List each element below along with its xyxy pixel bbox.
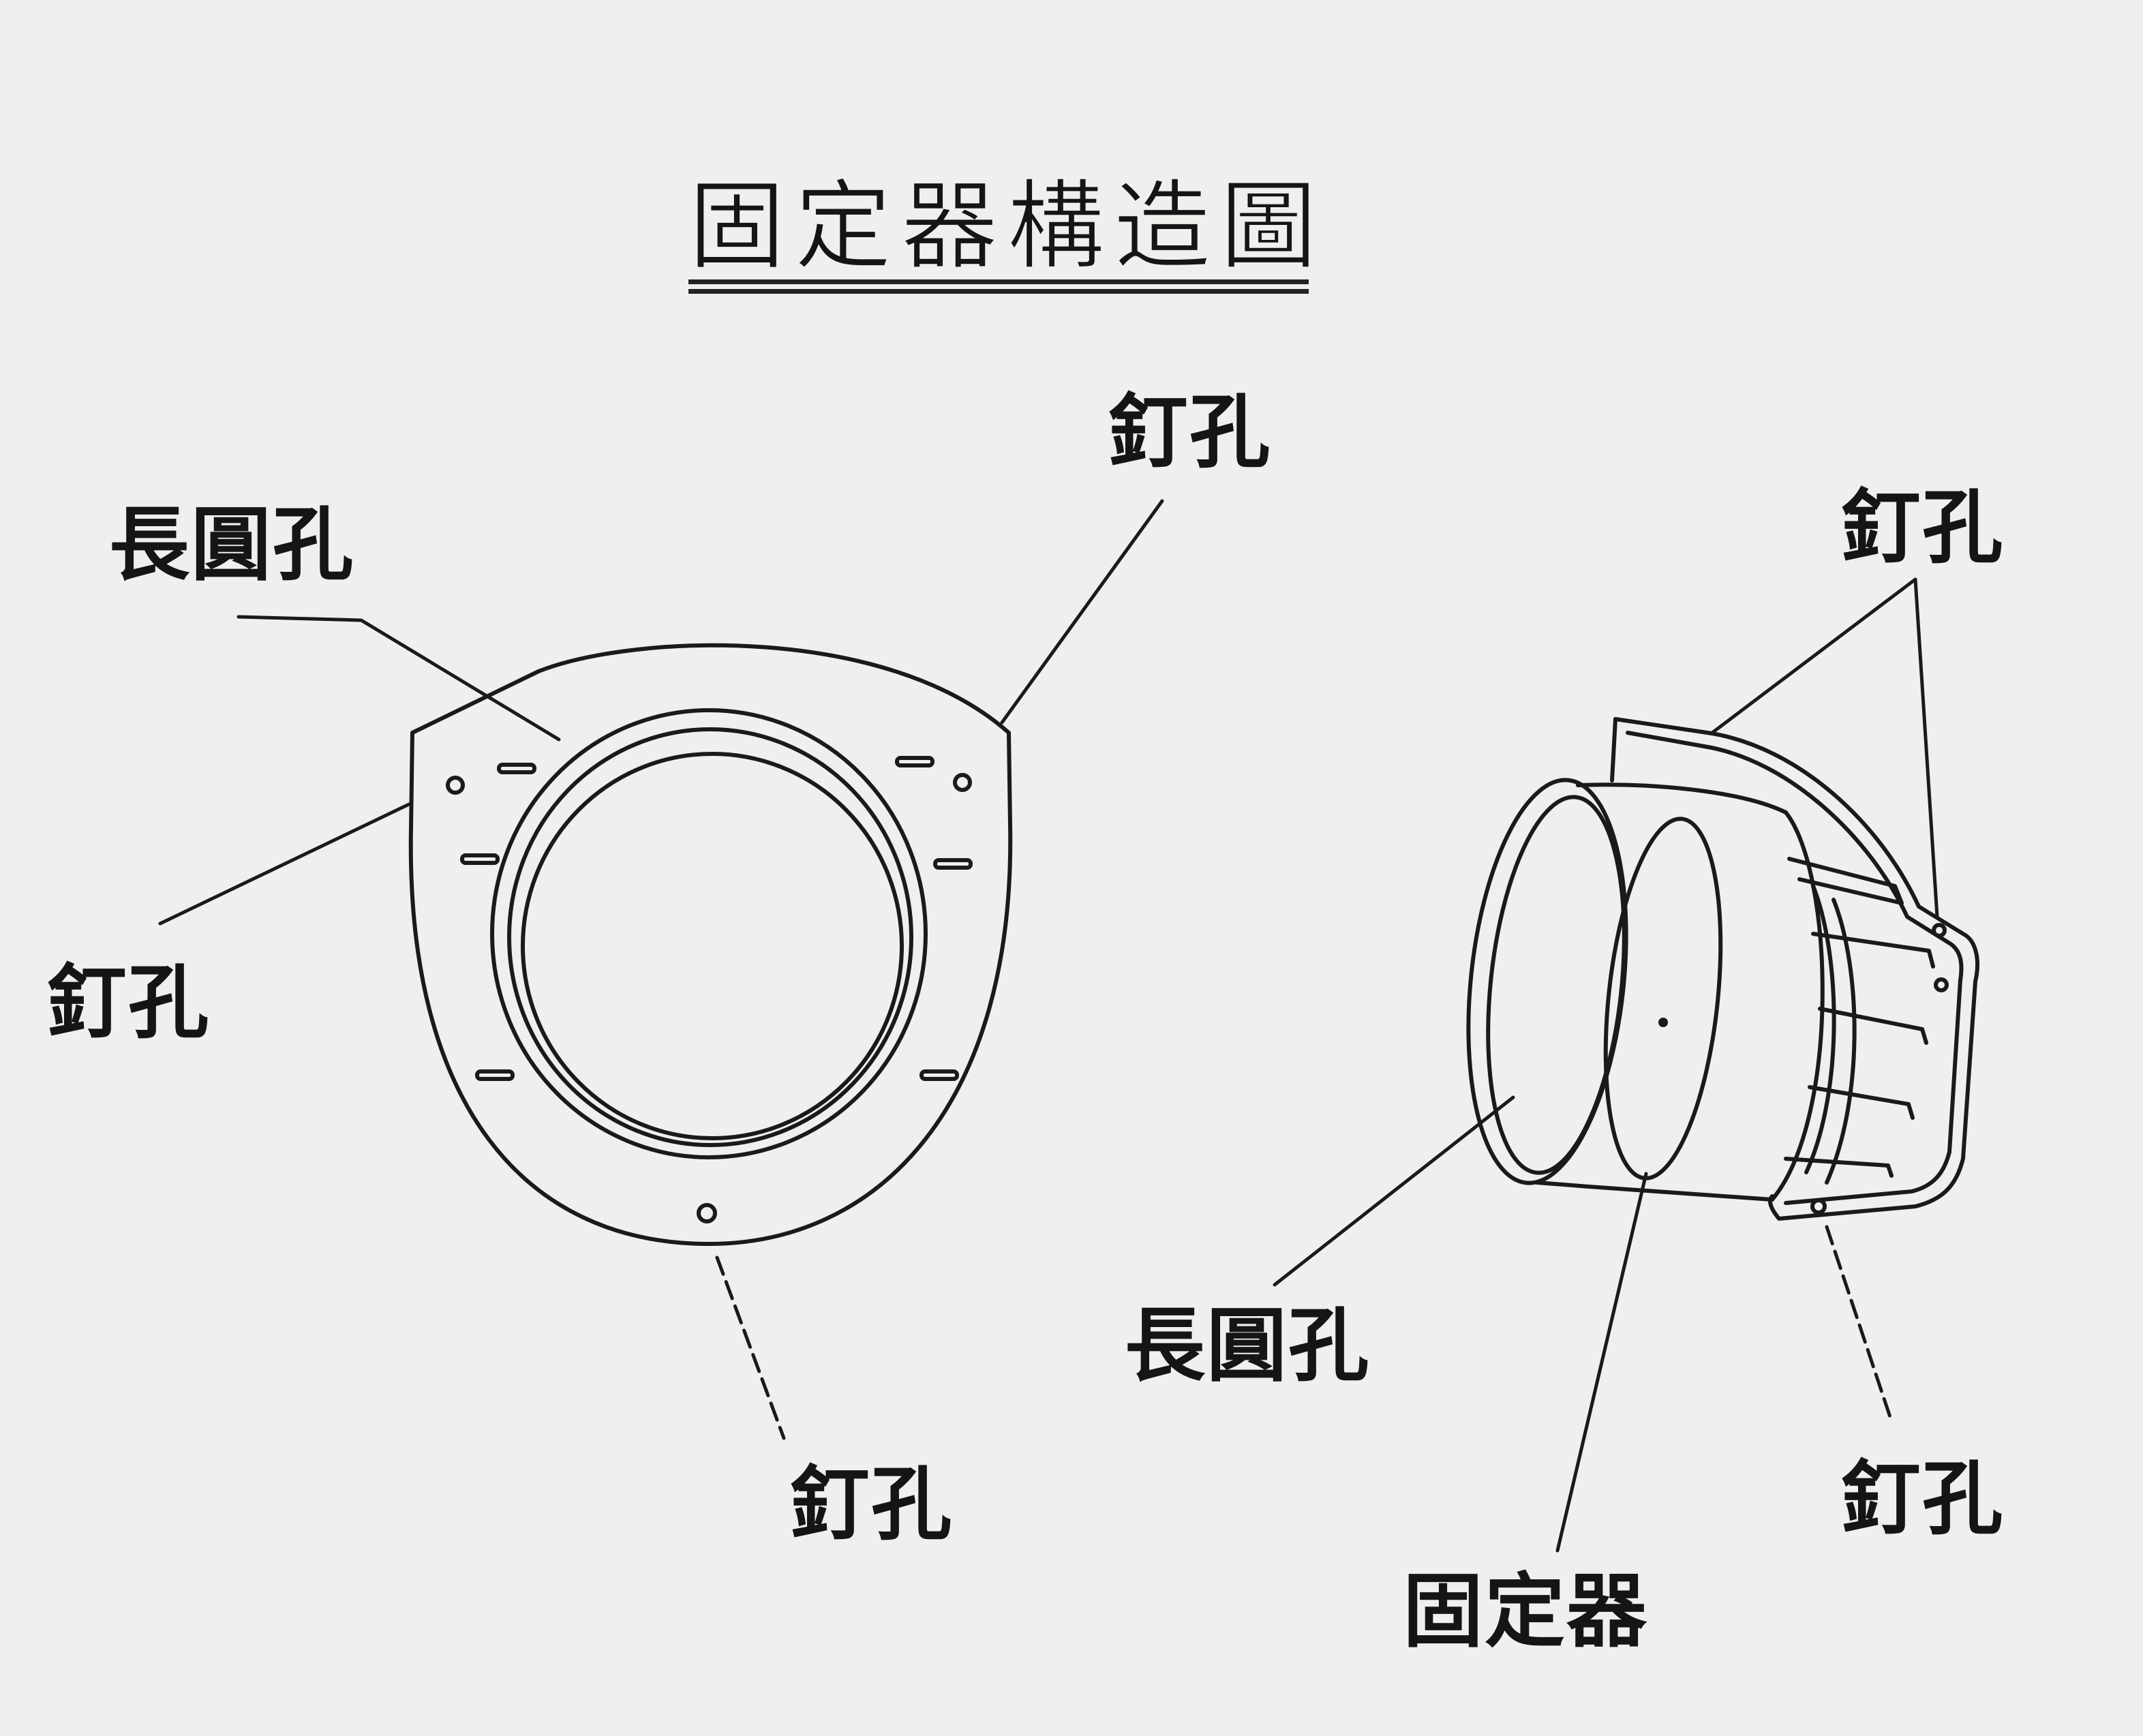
cylinder-rear-outline [1770,810,1825,1202]
nail-hole [1658,1018,1668,1027]
nail-hole [953,773,972,792]
back-plate-outline [1613,717,1979,1221]
front-view-fixture [408,643,1013,1246]
back-plate-inner-edge [1626,731,1964,1205]
nail-hole-label-top-right: 釘孔 [1108,385,1272,479]
front-inner-opening [521,752,904,1140]
rib-fin [1787,857,1904,905]
cylinder-front-rim-outer [1466,778,1628,1185]
oval-hole-label-left: 長圓孔 [109,498,355,592]
rib-fin [1804,884,1836,1174]
perspective-view-fixture [1466,717,1979,1221]
title-underline-lower [688,289,1309,294]
front-flange-ring-middle [507,727,913,1147]
back-plate-top-edge [1610,717,1617,782]
nail-hole-label-top-far-right: 釘孔 [1840,481,2005,575]
oval-slot [497,763,536,774]
nail-hole-label-left: 釘孔 [46,956,211,1050]
nail-hole-label-bottom: 釘孔 [789,1457,954,1551]
fixture-label: 固定器 [1403,1564,1649,1658]
diagram-title: 固定器構造圖 [688,170,1326,283]
oval-slot [475,1069,515,1081]
cylinder-front-rim-inner [1486,795,1626,1175]
oval-slot [460,853,500,865]
rib-fin [1811,932,1935,969]
title-underline-upper [688,279,1309,284]
nail-hole [1932,923,1947,938]
oval-hole-label-right: 長圓孔 [1125,1298,1371,1392]
cylinder-inner-ring [1603,817,1723,1181]
oval-slot [895,756,934,767]
cylinder-bottom-edge [1535,1181,1774,1202]
perspective-view-leader-lines [1273,577,1939,1553]
front-view-leader-lines [158,499,1164,1440]
cylinder-top-edge [1576,782,1788,814]
front-flange-ring-outer [490,708,928,1159]
rib-fin [1825,898,1857,1185]
oval-slot [919,1069,959,1081]
front-plate-outline [408,643,1013,1246]
nail-hole [1810,1198,1827,1215]
nail-hole [446,776,465,795]
oval-slot [933,858,973,870]
nail-hole-label-bottom-right: 釘孔 [1840,1452,2005,1546]
nail-hole [1934,977,1949,992]
rib-fin [1784,1157,1894,1178]
nail-hole [697,1203,717,1223]
rib-fin [1808,1085,1915,1120]
